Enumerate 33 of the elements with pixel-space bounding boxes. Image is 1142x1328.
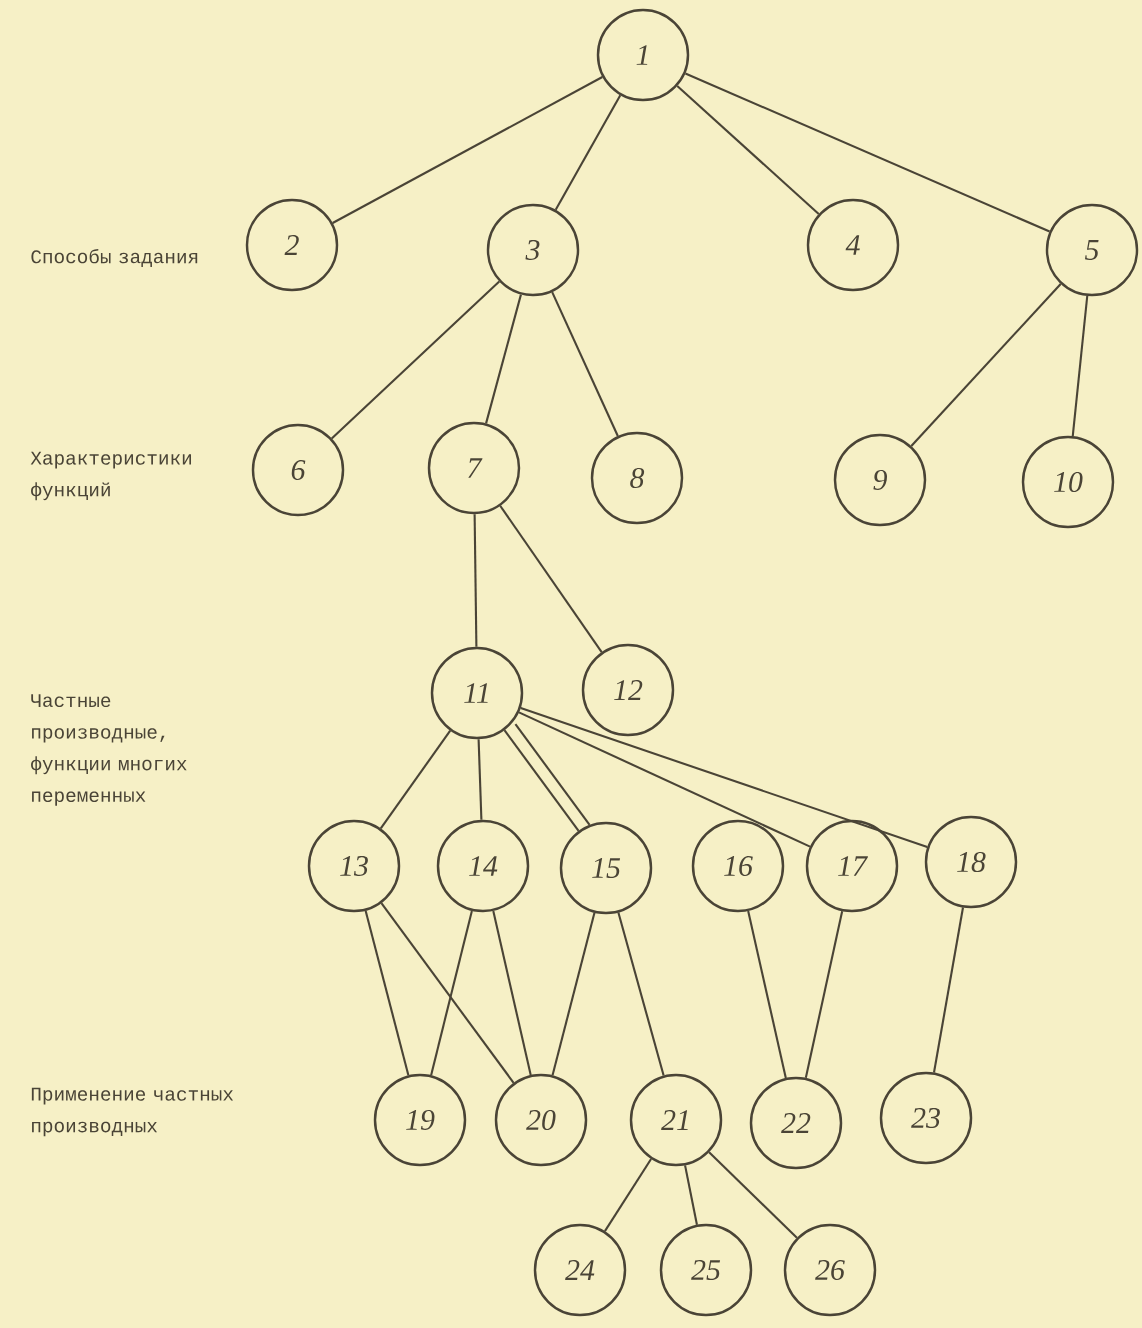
connector-line	[499, 505, 603, 653]
connector-line	[804, 910, 844, 1079]
connector-line	[910, 283, 1062, 447]
connector-line	[684, 1165, 698, 1225]
connector-line	[331, 280, 500, 440]
connector-line	[473, 514, 478, 647]
connector-line	[520, 706, 928, 849]
connector-line	[604, 1158, 652, 1232]
connector-line	[514, 723, 591, 826]
connector-line	[503, 729, 580, 832]
connector-line	[617, 912, 665, 1076]
connector-line	[380, 902, 515, 1084]
connector-line	[551, 912, 596, 1076]
level-caption: Частные производные, функции многих переменных	[31, 694, 187, 806]
connector-line	[747, 910, 787, 1079]
connector-line	[554, 94, 622, 211]
connector-line	[708, 1151, 798, 1239]
connector-line	[518, 711, 811, 848]
connector-line	[492, 910, 532, 1076]
connector-line	[364, 910, 410, 1076]
connector-line	[684, 72, 1050, 233]
connector-line	[676, 85, 820, 215]
connector-line	[485, 294, 522, 424]
level-caption: Характеристики функций	[30, 451, 191, 501]
connector-line	[932, 907, 965, 1073]
connector-line	[1071, 295, 1089, 437]
connector-line	[430, 910, 473, 1076]
connector-line	[379, 730, 452, 829]
level-caption: Способы задания	[31, 249, 198, 268]
level-caption: Применение частных производных	[31, 1087, 234, 1137]
connector-line	[332, 76, 603, 224]
connector-line	[551, 291, 619, 437]
connector-line	[477, 739, 483, 820]
